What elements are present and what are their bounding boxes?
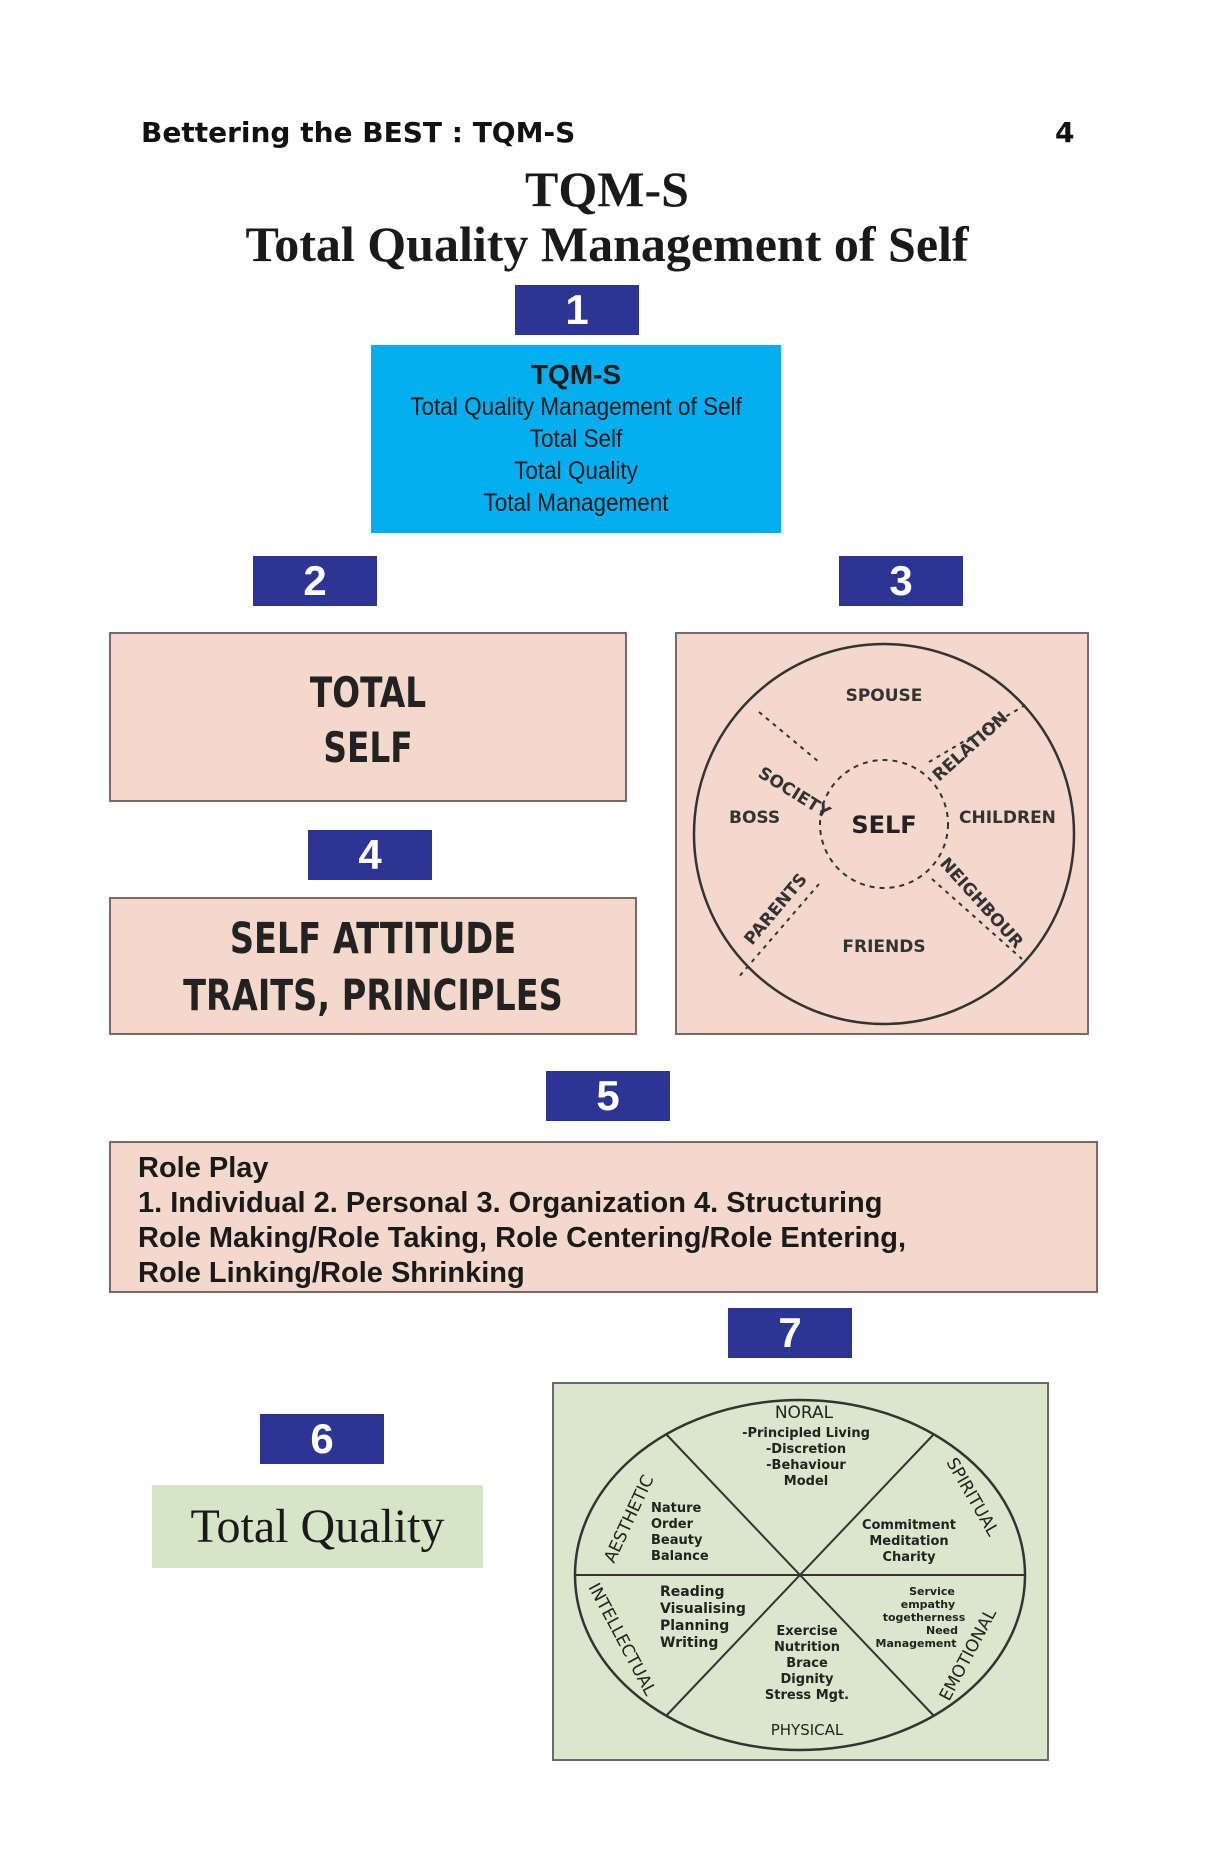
sector-item: Management (876, 1637, 957, 1650)
sector-item: Order (651, 1517, 694, 1532)
box1-line: Total Management (483, 489, 669, 517)
sector-aesthetic-title: AESTHETIC (600, 1472, 658, 1566)
running-title: Bettering the BEST : TQM-S (141, 116, 576, 149)
self-attitude-line: TRAITS, PRINCIPLES (183, 971, 563, 1021)
self-attitude-line: SELF ATTITUDE (229, 914, 517, 964)
quality-wheel-box: NORAL -Principled Living -Discretion -Be… (552, 1382, 1049, 1761)
role-play-line: Role Linking/Role Shrinking (138, 1257, 525, 1289)
spoke-line (931, 878, 1023, 960)
box1-line: Total Quality Management of Self (410, 393, 742, 421)
role-play-line: Role Making/Role Taking, Role Centering/… (138, 1222, 907, 1254)
spoke-line (928, 703, 1028, 763)
label-spouse: SPOUSE (846, 686, 923, 706)
sector-item: togetherness (883, 1611, 966, 1624)
badge-3: 3 (839, 556, 963, 606)
badge-1: 1 (515, 285, 639, 335)
box1-line: Total Self (529, 425, 623, 453)
page-subtitle: Total Quality Management of Self (245, 216, 969, 272)
spoke-line (758, 711, 820, 763)
self-attitude-box: SELF ATTITUDE TRAITS, PRINCIPLES (109, 897, 637, 1035)
sector-item: Beauty (651, 1533, 703, 1548)
sector-item: Nature (651, 1501, 702, 1516)
total-self-line: TOTAL (309, 668, 427, 717)
role-play-box: Role Play 1. Individual 2. Personal 3. O… (109, 1141, 1098, 1293)
page-title: TQM-S (525, 161, 689, 217)
label-children: CHILDREN (959, 808, 1056, 828)
sector-item: Meditation (869, 1534, 948, 1549)
relations-circle-diagram: SELF SPOUSE SOCIETY RELATION BOSS CHILDR… (692, 642, 1076, 1026)
sector-item: Nutrition (774, 1640, 840, 1655)
label-boss: BOSS (729, 808, 780, 828)
sector-item: Need (926, 1624, 958, 1637)
role-play-line: 1. Individual 2. Personal 3. Organizatio… (138, 1187, 883, 1219)
box1-line: Total Quality (514, 457, 638, 485)
sector-item: Model (784, 1474, 828, 1489)
outer-circle (692, 642, 1076, 1026)
sector-item: Writing (660, 1635, 718, 1651)
sector-item: -Principled Living (742, 1426, 870, 1441)
badge-6: 6 (260, 1414, 384, 1464)
self-relations-box: SELF SPOUSE SOCIETY RELATION BOSS CHILDR… (675, 632, 1089, 1035)
sector-item: Brace (786, 1656, 828, 1671)
center-self-label: SELF (851, 811, 916, 839)
page-number: 4 (1055, 116, 1075, 149)
sector-item: Visualising (660, 1601, 746, 1617)
sector-item: Stress Mgt. (765, 1688, 849, 1703)
box1-heading: TQM-S (530, 359, 622, 390)
sector-item: empathy (901, 1598, 955, 1611)
label-neighbour: NEIGHBOUR (935, 854, 1027, 953)
badge-4: 4 (308, 830, 432, 880)
sector-item: Exercise (776, 1624, 837, 1639)
sector-item: Reading (660, 1584, 725, 1600)
tqms-definition-box: TQM-S Total Quality Management of Self T… (371, 345, 781, 533)
sector-physical-title: PHYSICAL (771, 1721, 844, 1739)
label-relation: RELATION (929, 708, 1012, 786)
sector-moral-title: NORAL (775, 1403, 834, 1423)
total-self-box: TOTAL SELF (109, 632, 627, 802)
sector-item: -Discretion (766, 1442, 846, 1457)
sector-item: Charity (882, 1550, 936, 1565)
total-quality-box: Total Quality (152, 1485, 483, 1568)
sector-item: Planning (660, 1618, 729, 1634)
badge-2: 2 (253, 556, 377, 606)
sector-item: Commitment (862, 1518, 956, 1533)
badge-7: 7 (728, 1308, 852, 1358)
sector-item: Balance (651, 1549, 709, 1564)
sector-item: -Behaviour (766, 1458, 846, 1473)
quality-wheel-diagram: NORAL -Principled Living -Discretion -Be… (573, 1398, 1027, 1752)
spoke-line (736, 883, 820, 980)
sector-item: Service (909, 1585, 955, 1598)
inner-circle (819, 759, 949, 889)
label-friends: FRIENDS (842, 937, 925, 957)
sector-item: Dignity (781, 1672, 834, 1687)
total-self-line: SELF (323, 723, 413, 772)
label-parents: PARENTS (741, 870, 812, 949)
role-play-line: Role Play (138, 1152, 269, 1184)
wheel-divider (665, 1433, 935, 1717)
badge-5: 5 (546, 1071, 670, 1121)
